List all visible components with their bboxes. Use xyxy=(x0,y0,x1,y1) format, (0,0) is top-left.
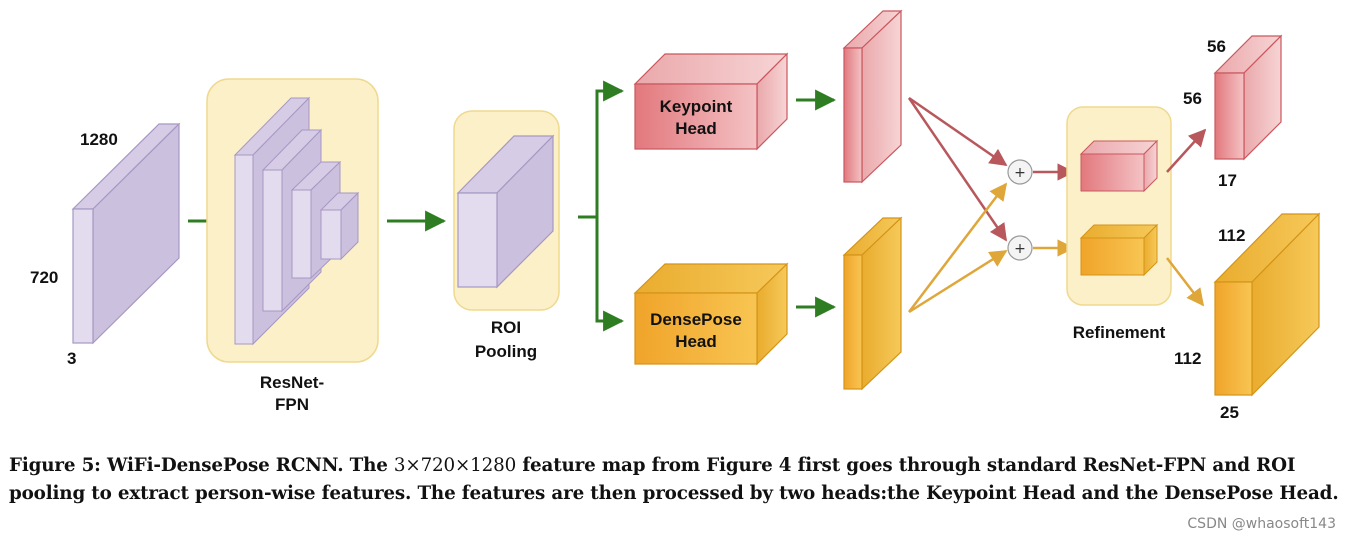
arrow-refine-to-keypoint-output xyxy=(1166,128,1207,173)
keypoint-output-height-label: 56 xyxy=(1183,89,1202,108)
watermark: CSDN @whaosoft143 xyxy=(1187,516,1336,532)
resnet-label-line2: FPN xyxy=(275,395,309,414)
keypoint-output-depth-label: 17 xyxy=(1218,171,1237,190)
plus-node-bottom: + xyxy=(1007,235,1033,261)
arrow-refine-to-densepose-output xyxy=(1166,257,1205,307)
split-arrows xyxy=(578,80,625,332)
densepose-feature-slab xyxy=(842,216,903,391)
plus-symbol-bottom: + xyxy=(1014,241,1026,257)
input-height-label: 720 xyxy=(30,268,58,287)
keypoint-output-block xyxy=(1213,34,1283,161)
resnet-fpn-pyramid xyxy=(233,96,360,346)
caption-text-part1: Figure 5: WiFi-DensePose RCNN. The xyxy=(9,455,394,476)
keypoint-feature-slab xyxy=(842,9,903,184)
fusion-arrows xyxy=(907,96,1008,314)
roi-feature-block xyxy=(456,134,555,289)
densepose-head-label-line1: DensePose xyxy=(650,310,742,329)
plus-node-top: + xyxy=(1007,159,1033,185)
densepose-output-depth-label: 25 xyxy=(1220,403,1239,422)
keypoint-head-block xyxy=(633,52,789,151)
plus-symbol-top: + xyxy=(1014,165,1026,181)
roi-label-line2: Pooling xyxy=(475,342,537,361)
architecture-diagram: 1280 720 3 ResNet- FPN ROI Pooling xyxy=(30,9,1321,422)
keypoint-head-label-line1: Keypoint xyxy=(660,97,733,116)
refinement-label: Refinement xyxy=(1073,323,1166,342)
keypoint-head-label-line2: Head xyxy=(675,119,717,138)
caption-text-part2: feature map from Figure 4 first goes thr… xyxy=(9,455,1339,504)
figure-caption: Figure 5: WiFi-DensePose RCNN. The 3×720… xyxy=(9,452,1339,508)
densepose-output-block xyxy=(1213,212,1321,397)
refinement-densepose-block xyxy=(1079,223,1159,277)
keypoint-output-width-label: 56 xyxy=(1207,37,1226,56)
caption-math: 3×720×1280 xyxy=(393,455,517,476)
input-depth-label: 3 xyxy=(67,349,76,368)
densepose-head-label-line2: Head xyxy=(675,332,717,351)
densepose-output-height-label: 112 xyxy=(1174,349,1201,368)
refinement-keypoint-block xyxy=(1079,139,1159,193)
roi-label-line1: ROI xyxy=(491,318,521,337)
resnet-label-line1: ResNet- xyxy=(260,373,324,392)
input-feature-map xyxy=(71,122,181,345)
input-width-label: 1280 xyxy=(80,130,118,149)
densepose-output-width-label: 112 xyxy=(1218,226,1245,245)
densepose-head-block xyxy=(633,262,789,366)
